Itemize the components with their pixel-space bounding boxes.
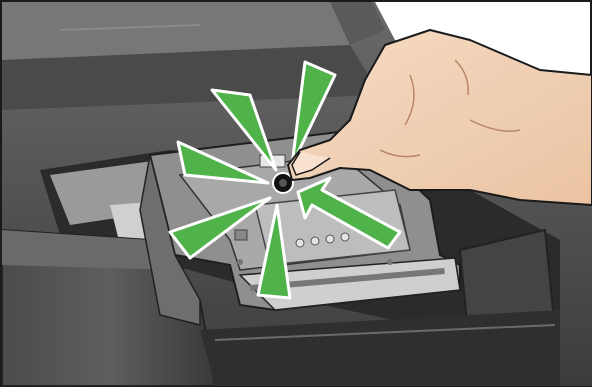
printhead-latch-illustration [0,0,592,387]
